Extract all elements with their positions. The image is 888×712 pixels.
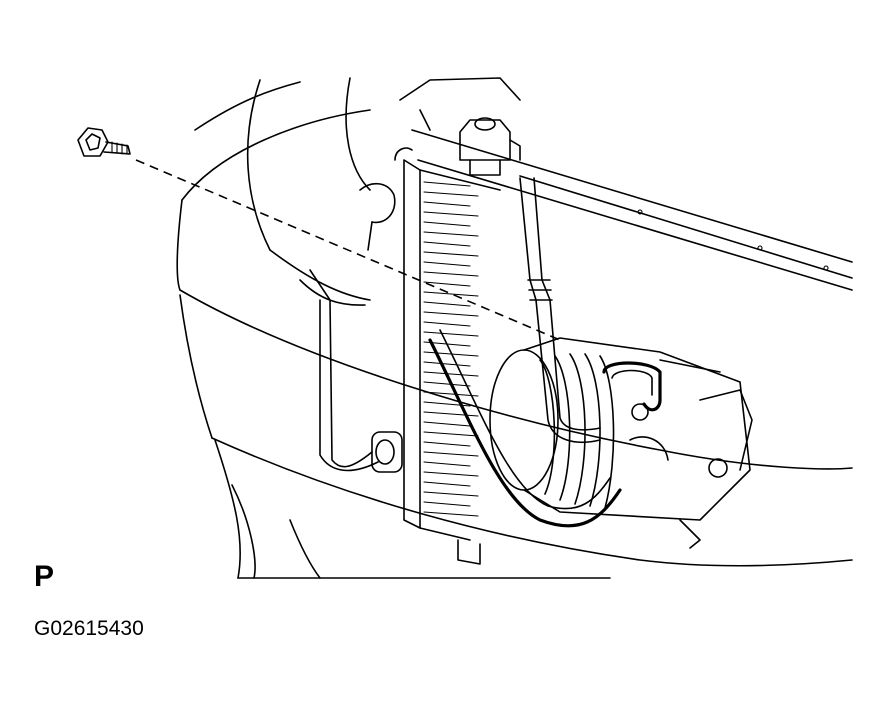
condenser-fin [423, 181, 471, 187]
condenser-fin [423, 361, 471, 367]
condenser-fin [423, 511, 479, 517]
refrigerant-hoses [428, 177, 622, 528]
radiator-support [399, 77, 853, 291]
condenser-fin [423, 211, 479, 217]
condenser-fin [423, 191, 479, 197]
condenser-fin [423, 491, 479, 497]
bumper-body-panels [176, 77, 853, 579]
condenser-fin [423, 431, 479, 437]
condenser-fin [423, 281, 471, 287]
condenser-fin [423, 251, 479, 257]
condenser-fin [423, 301, 471, 307]
condenser-fin [423, 201, 471, 207]
condenser [394, 147, 501, 565]
condenser-fin [423, 321, 471, 327]
view-letter: P [34, 560, 55, 593]
condenser-fin [423, 271, 479, 277]
condenser-fins [423, 181, 479, 517]
condenser-fin [423, 231, 479, 237]
condenser-fin [423, 421, 471, 427]
condenser-fin [423, 331, 479, 337]
receiver-bracket [459, 117, 521, 176]
condenser-fin [423, 471, 479, 477]
figure-code: G02615430 [34, 617, 144, 640]
condenser-fin [423, 481, 471, 487]
condenser-fin [423, 411, 479, 417]
compressor [489, 337, 753, 549]
condenser-fin [423, 221, 471, 227]
condenser-fin [423, 311, 479, 317]
condenser-fin [423, 391, 479, 397]
condenser-fin [423, 381, 471, 387]
condenser-fin [423, 371, 479, 377]
condenser-fin [423, 501, 471, 507]
bolt-installation-path [135, 159, 561, 341]
side-mount [309, 182, 403, 473]
condenser-fin [423, 261, 471, 267]
condenser-fin [423, 461, 471, 467]
condenser-fin [423, 441, 471, 447]
bolt [77, 127, 131, 157]
condenser-fin [423, 451, 479, 457]
condenser-fin [423, 291, 479, 297]
condenser-fin [423, 241, 471, 247]
